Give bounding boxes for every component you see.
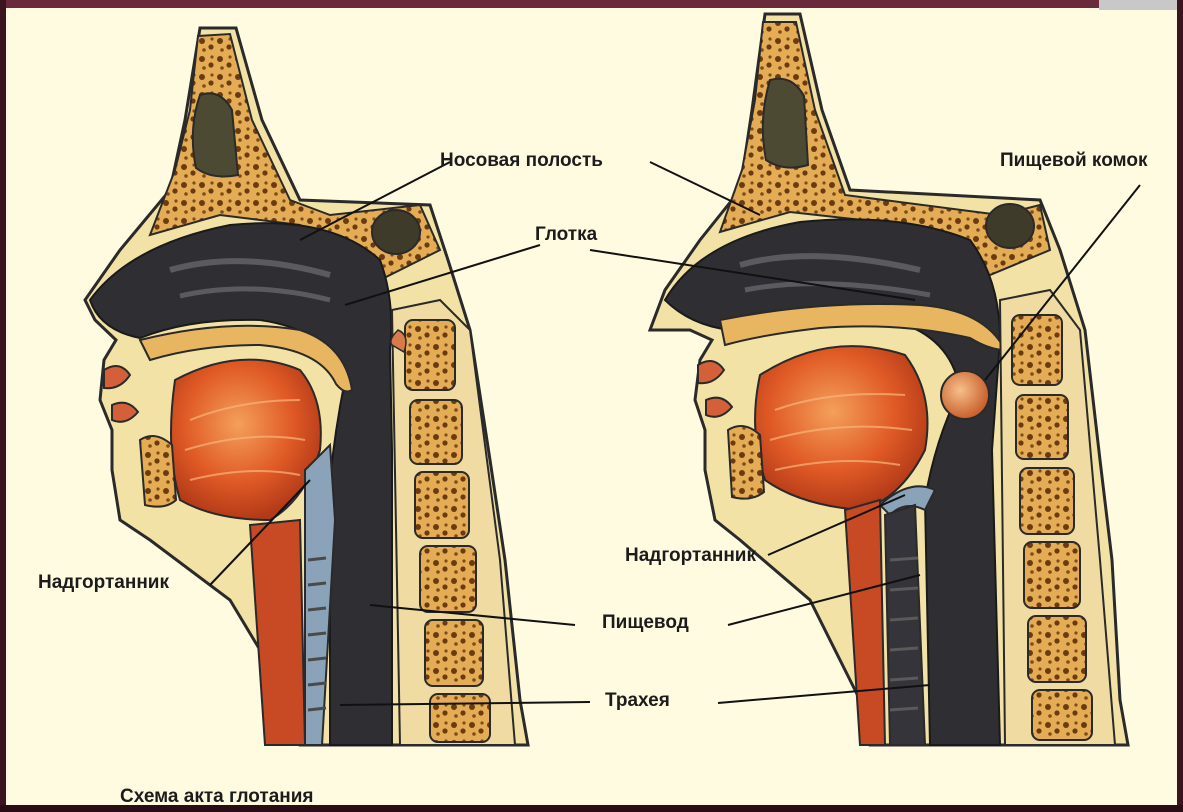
label-pharynx: Глотка: [535, 224, 597, 246]
label-esophagus: Пищевод: [602, 612, 689, 634]
label-trachea: Трахея: [605, 690, 670, 712]
right-sinus: [763, 79, 808, 168]
right-sphenoid: [986, 204, 1034, 248]
label-nasal-cavity: Носовая полость: [440, 150, 603, 172]
label-food-bolus: Пищевой комок: [1000, 150, 1147, 172]
diagram-caption: Схема акта глотания: [120, 786, 314, 808]
left-neck-muscles: [250, 520, 305, 745]
left-head-section: [85, 28, 528, 745]
right-head-section: [650, 14, 1128, 745]
label-epiglottis-right: Надгортанник: [625, 545, 756, 567]
left-sphenoid: [372, 210, 420, 254]
label-epiglottis-left: Надгортанник: [38, 572, 169, 594]
food-bolus: [941, 371, 989, 419]
right-mandible: [728, 426, 764, 499]
left-mandible: [140, 436, 176, 507]
